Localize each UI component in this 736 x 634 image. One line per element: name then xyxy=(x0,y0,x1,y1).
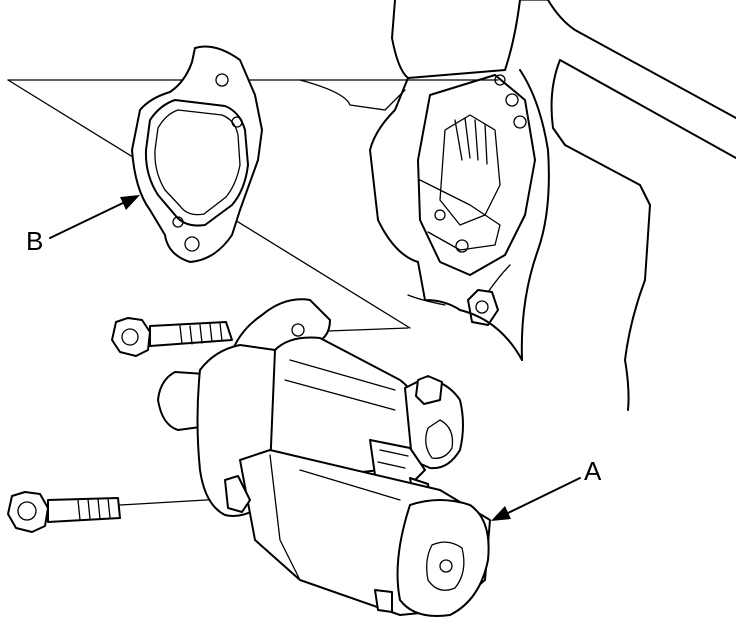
engine-block xyxy=(299,0,736,411)
lower-bolt xyxy=(7,491,121,533)
engine-mounting-face xyxy=(417,74,536,326)
callout-label-b: B xyxy=(26,226,44,256)
starter-motor-a xyxy=(157,298,491,617)
gasket-b xyxy=(131,45,263,263)
leader-arrow-a xyxy=(491,477,581,521)
callout-label-a: A xyxy=(584,456,602,486)
upper-bolt xyxy=(111,317,233,357)
leader-arrow-b xyxy=(49,195,140,239)
